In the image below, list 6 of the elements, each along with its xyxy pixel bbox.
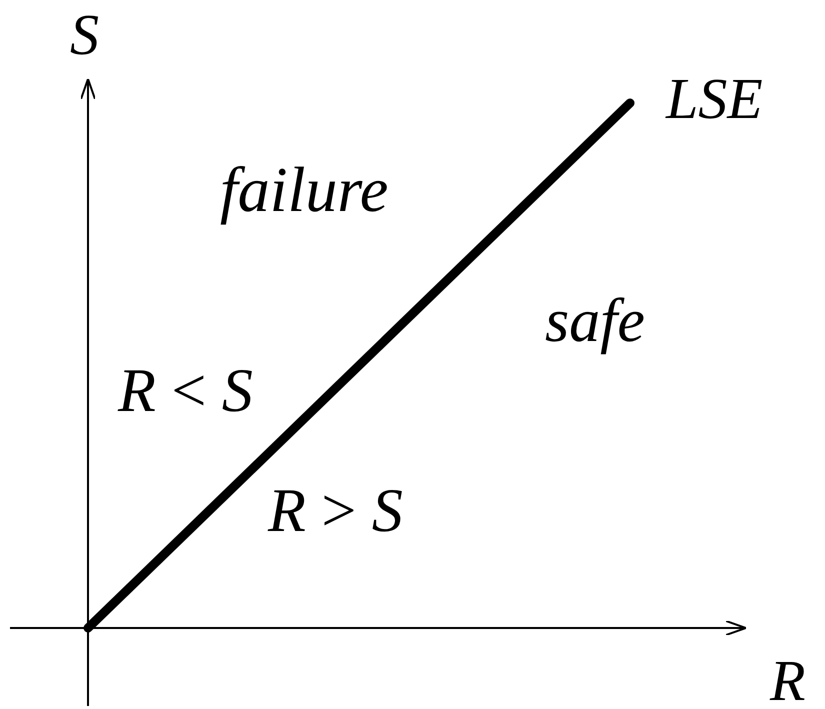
region-label: safe <box>545 290 645 352</box>
line-label: LSE <box>666 70 763 128</box>
axis-label: S <box>70 6 99 64</box>
axis-label: R <box>770 652 806 709</box>
inequality-label: R < S <box>118 360 253 422</box>
inequality-label: R > S <box>268 480 403 542</box>
